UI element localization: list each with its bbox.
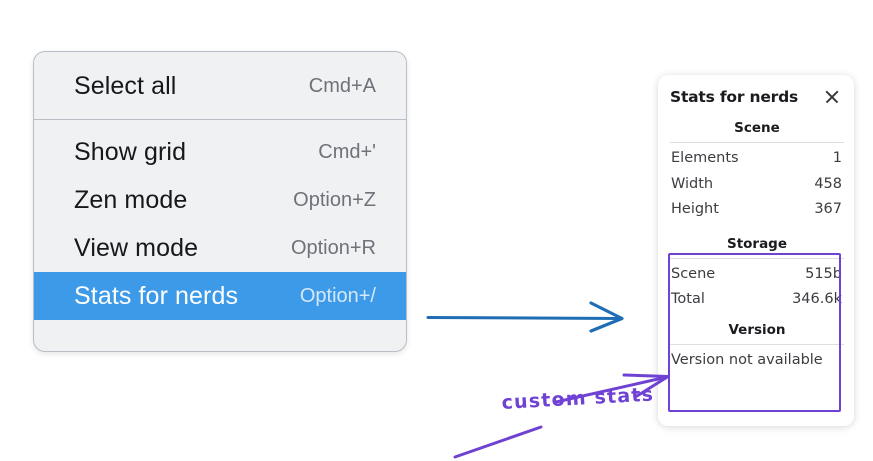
menu-group-2: Show grid Cmd+' Zen mode Option+Z View m… [34, 120, 406, 328]
menu-item-select-all[interactable]: Select all Cmd+A [34, 62, 406, 110]
stat-label: Width [671, 175, 714, 192]
stat-row-height: Height 367 [670, 197, 844, 223]
section-heading-version: Version [728, 321, 786, 338]
stat-row-elements: Elements 1 [670, 146, 844, 172]
stat-label: Total [671, 291, 705, 308]
context-menu: Select all Cmd+A Show grid Cmd+' Zen mod… [33, 51, 407, 352]
menu-item-label: View mode [74, 233, 199, 262]
section-heading-storage: Storage [726, 235, 788, 252]
menu-item-zen-mode[interactable]: Zen mode Option+Z [34, 176, 406, 224]
spacer [670, 223, 844, 236]
menu-item-shortcut: Option+R [290, 236, 376, 259]
stat-value: 458 [814, 175, 842, 192]
menu-item-label: Zen mode [74, 185, 188, 214]
menu-item-label: Select all [74, 71, 177, 100]
stats-panel-titlebar: Stats for nerds [670, 88, 844, 106]
annotation-label-custom-stats: custom stats [501, 383, 655, 414]
menu-item-stats-for-nerds[interactable]: Stats for nerds Option+/ [34, 272, 406, 320]
stat-value: 346.6k [792, 291, 842, 308]
section-rule [670, 142, 844, 143]
stat-value: 515b [805, 265, 842, 282]
stat-row-width: Width 458 [670, 172, 844, 198]
menu-item-show-grid[interactable]: Show grid Cmd+' [34, 128, 406, 176]
stat-row-storage-scene: Scene 515b [670, 262, 844, 288]
menu-item-label: Show grid [74, 137, 187, 166]
stat-row-storage-total: Total 346.6k [670, 287, 844, 313]
version-text: Version not available [671, 351, 823, 368]
stat-label: Elements [671, 150, 739, 166]
close-icon[interactable] [823, 88, 841, 106]
purple-underline-annotation [453, 425, 543, 459]
spacer [670, 313, 844, 322]
menu-item-shortcut: Option+/ [299, 284, 376, 307]
menu-group-1: Select all Cmd+A [34, 52, 406, 119]
stat-label: Height [671, 201, 719, 218]
menu-item-shortcut: Cmd+A [308, 74, 376, 97]
section-rule [670, 343, 844, 345]
menu-divider [34, 119, 406, 120]
stat-value: 1 [832, 150, 842, 166]
section-heading-scene: Scene [734, 120, 780, 136]
stats-panel-title: Stats for nerds [670, 88, 799, 106]
stat-label: Scene [671, 265, 716, 282]
stat-value: 367 [814, 201, 842, 218]
blue-arrow-annotation [426, 301, 624, 333]
section-rule [670, 257, 844, 259]
stats-for-nerds-panel: Stats for nerds Scene Elements 1 Width 4… [658, 75, 854, 426]
menu-item-shortcut: Cmd+' [318, 140, 376, 163]
menu-item-shortcut: Option+Z [293, 188, 376, 211]
menu-item-label: Stats for nerds [74, 281, 239, 310]
menu-item-view-mode[interactable]: View mode Option+R [34, 224, 406, 272]
